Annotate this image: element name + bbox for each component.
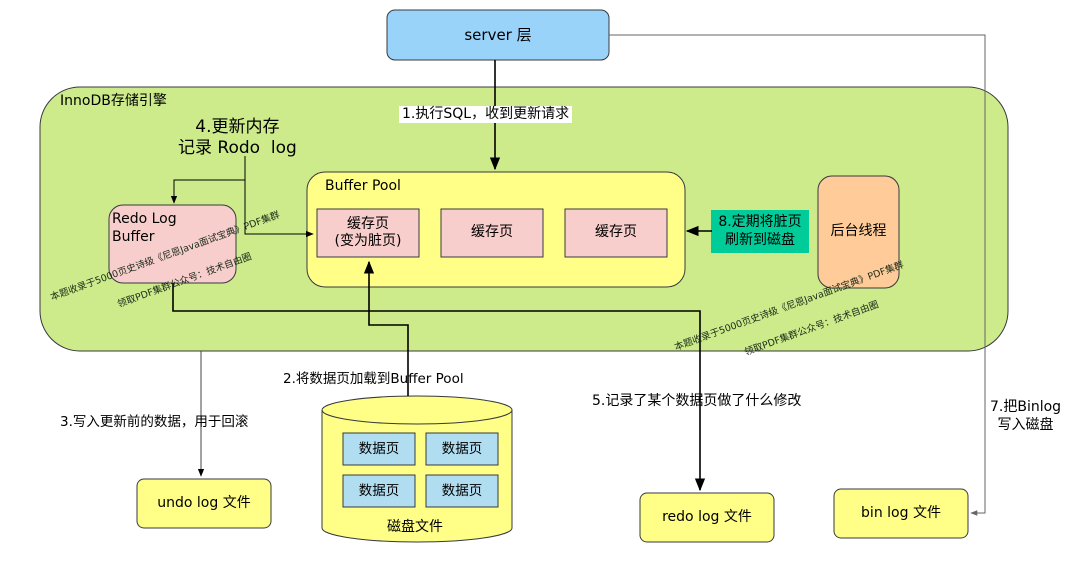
arrow-step4-to-redo	[170, 179, 245, 204]
redo-log-file-label: redo log 文件	[662, 508, 752, 525]
cache-page	[564, 208, 668, 258]
step2-label: 2.将数据页加载到Buffer Pool	[283, 371, 464, 387]
step8-label: 8.定期将脏页 刷新到磁盘	[718, 214, 802, 248]
background-thread-label: 后台线程	[830, 223, 887, 240]
disk-page-label: 数据页	[358, 482, 400, 499]
arrow-step5	[172, 283, 706, 492]
disk-cylinder-top	[321, 395, 513, 425]
disk-page	[425, 432, 499, 466]
step7-label: 7.把Binlog 写入磁盘	[990, 398, 1062, 435]
arrow-step2	[363, 260, 409, 396]
disk-label: 磁盘文件	[387, 519, 443, 535]
step1-label: 1.执行SQL，收到更新请求	[399, 106, 573, 123]
disk-page	[425, 474, 499, 508]
cache-page-label: 缓存页	[471, 224, 513, 241]
cache-page-dirty-label: 缓存页 (变为脏页)	[334, 215, 402, 250]
buffer-pool-title: Buffer Pool	[325, 178, 401, 194]
step4-label: 4.更新内存 记录 Rodo log	[178, 117, 297, 159]
arrow-step4-to-buffer	[244, 156, 314, 238]
disk-page	[342, 432, 416, 466]
undo-log-file-box	[136, 478, 272, 529]
step8-highlight	[711, 210, 809, 253]
server-layer-label: server 层	[464, 25, 532, 44]
redo-log-file-box	[639, 492, 775, 543]
redo-log-buffer-label: Redo Log Buffer	[112, 211, 177, 246]
bin-log-file-box	[833, 488, 969, 539]
bin-log-file-label: bin log 文件	[861, 504, 941, 521]
cache-page	[440, 208, 544, 258]
step5-label: 5.记录了某个数据页做了什么修改	[592, 393, 802, 409]
step3-label: 3.写入更新前的数据，用于回滚	[60, 414, 249, 430]
cache-page-label: 缓存页	[595, 224, 637, 241]
disk-page	[342, 474, 416, 508]
disk-page-label: 数据页	[441, 482, 483, 499]
disk-page-label: 数据页	[358, 440, 400, 457]
undo-log-file-label: undo log 文件	[157, 494, 251, 511]
disk-page-label: 数据页	[441, 440, 483, 457]
background-thread-box	[817, 175, 900, 289]
innodb-title: InnoDB存储引擎	[60, 93, 167, 109]
cache-page-dirty	[316, 208, 420, 258]
arrow-step7	[609, 34, 986, 516]
